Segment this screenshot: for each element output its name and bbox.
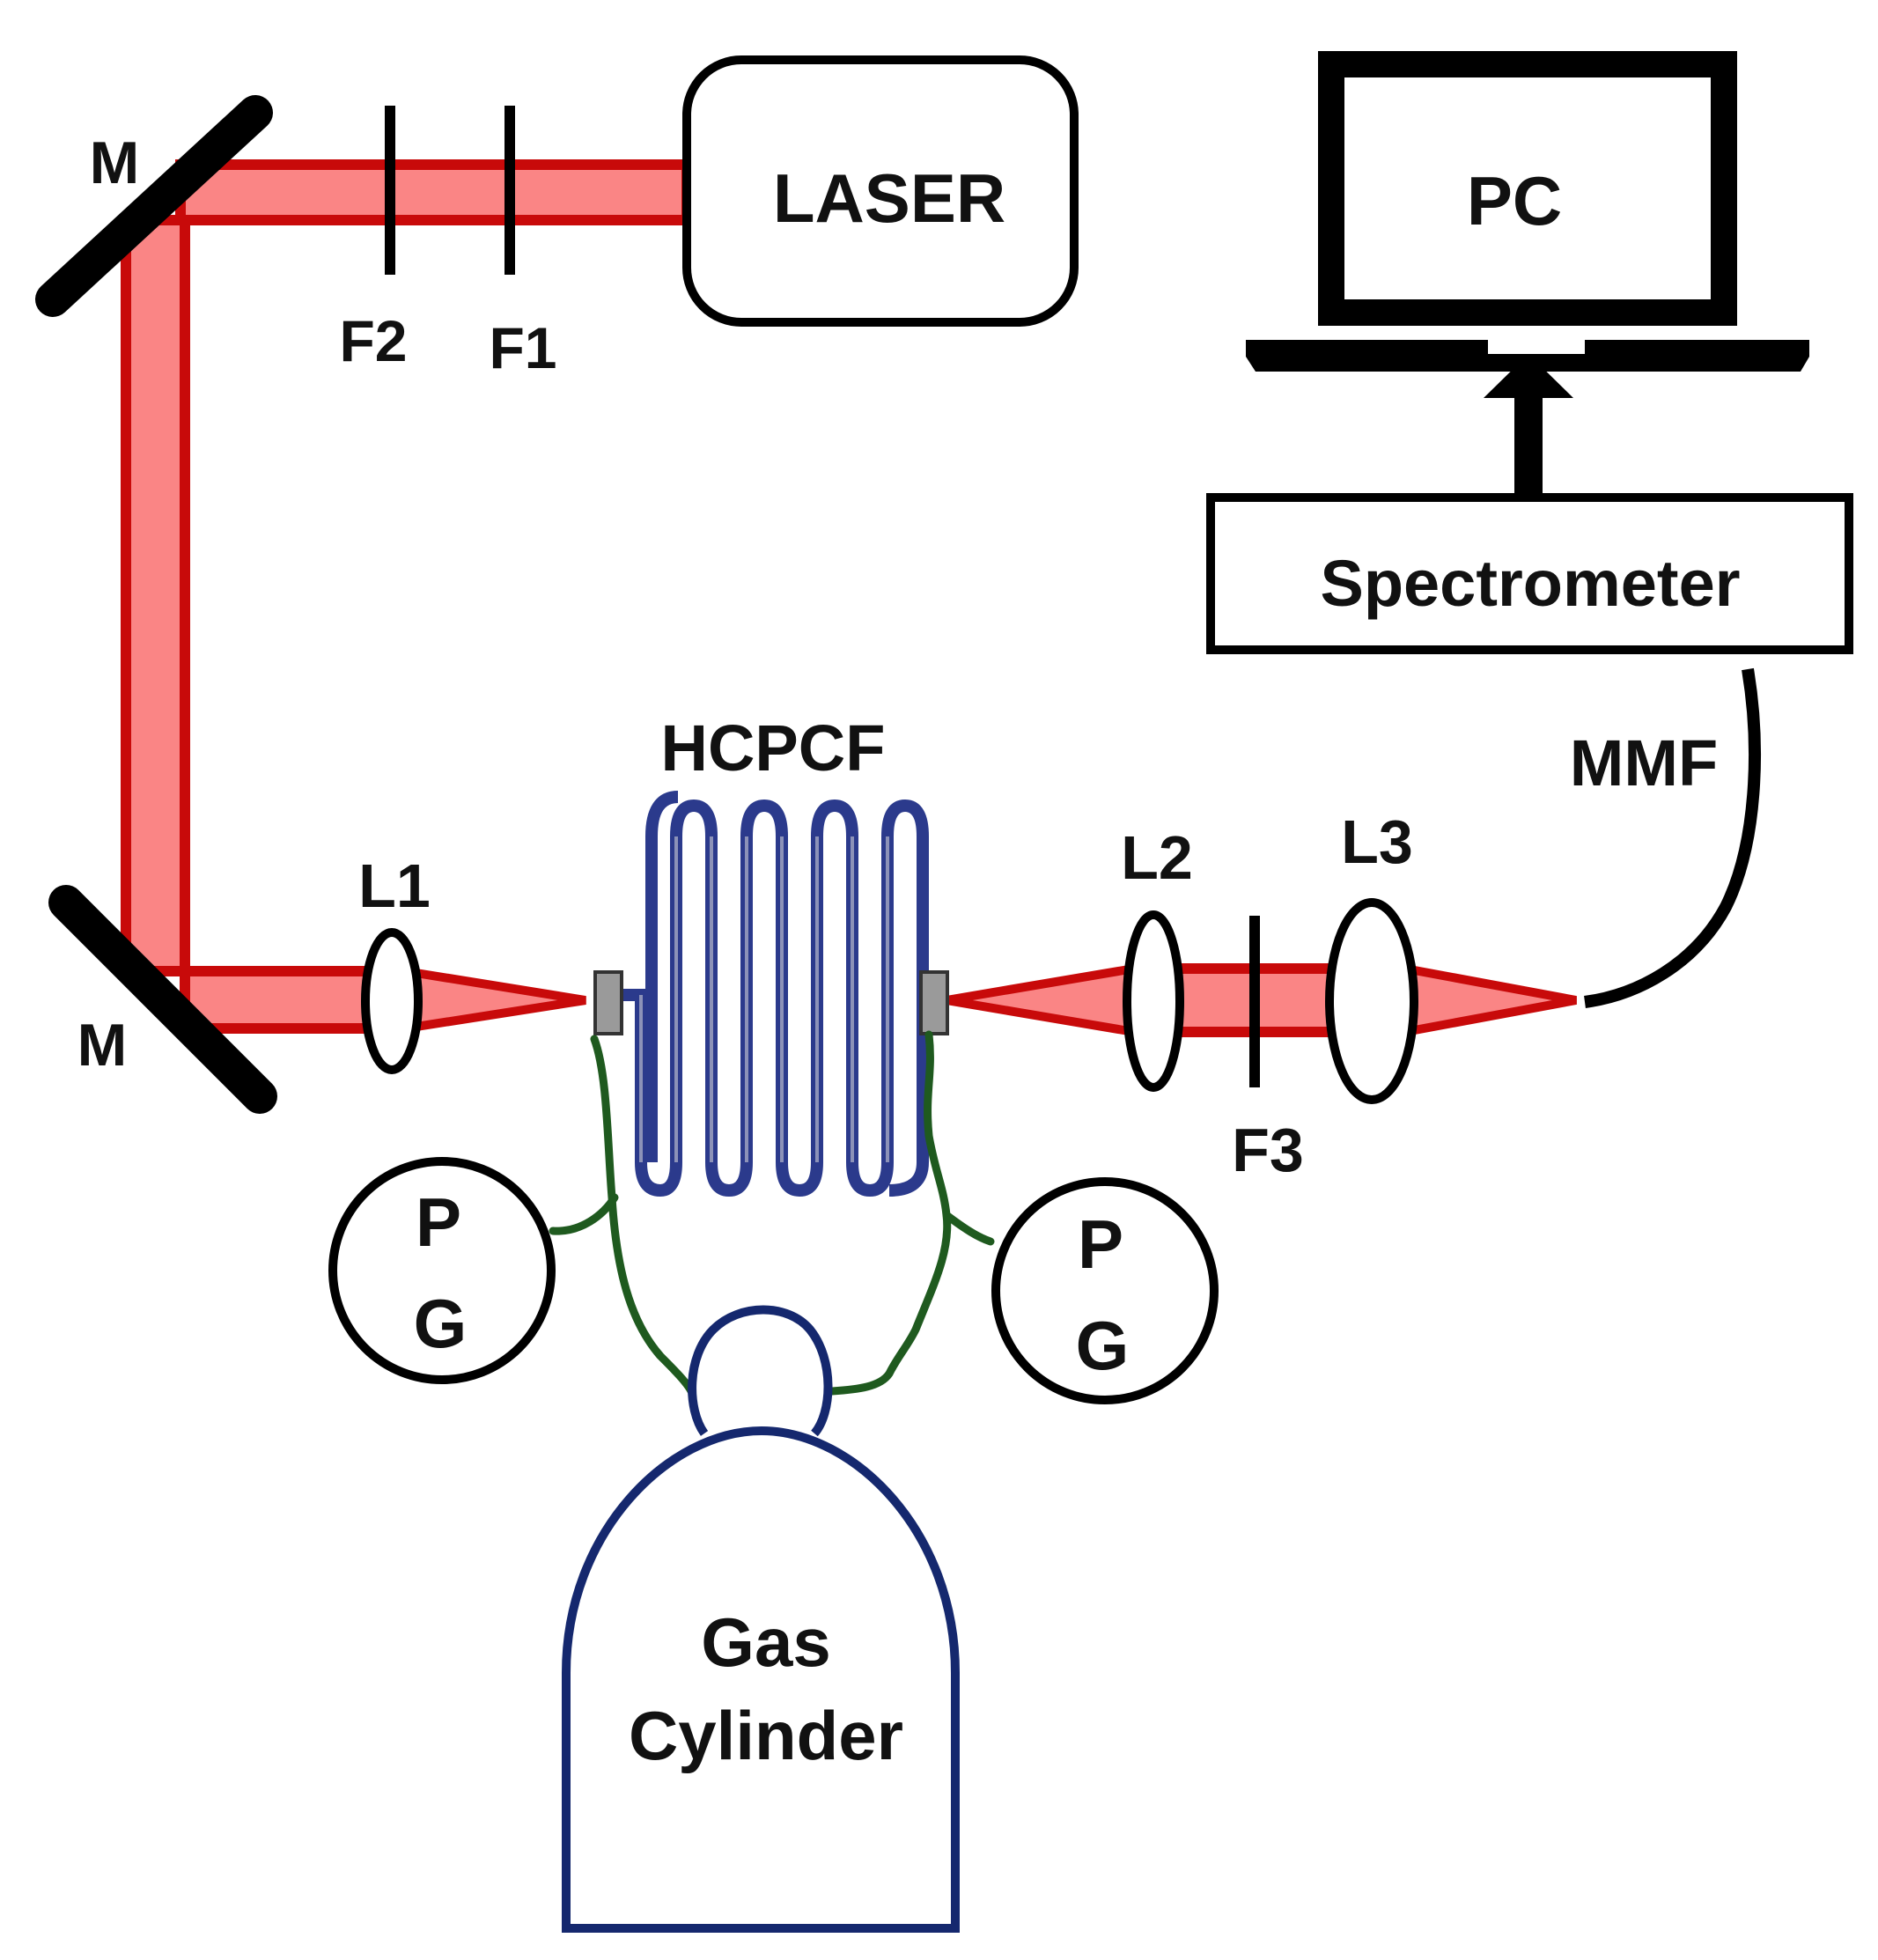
pressure-gauge-right	[991, 1177, 1219, 1404]
arrow-spectrometer-to-pc	[1484, 354, 1573, 497]
fiber-connector-left	[593, 970, 623, 1035]
beam-horizontal-top	[175, 159, 692, 225]
gas-cylinder-label-line1: Gas	[701, 1603, 830, 1681]
gas-cylinder-valve	[688, 1305, 833, 1437]
mirror-top-label: M	[90, 129, 140, 196]
spectrometer-box	[1206, 493, 1853, 654]
beam-vertical-left	[121, 215, 190, 976]
gas-lines	[549, 1030, 995, 1396]
lens-l1	[361, 928, 423, 1074]
pc-laptop-icon	[1246, 51, 1809, 372]
pressure-gauge-left-top-label: P	[416, 1183, 461, 1261]
pressure-gauge-right-bottom-label: G	[1076, 1307, 1130, 1384]
beam-focus-cone-l3	[1391, 961, 1577, 1040]
laser-box	[682, 55, 1079, 327]
beam-diverge-cone-l2	[946, 963, 1138, 1037]
fiber-connector-right	[919, 970, 949, 1035]
beam-horizontal-bottom	[180, 966, 375, 1034]
mmf-label: MMF	[1570, 726, 1719, 799]
pressure-gauge-right-top-label: P	[1078, 1205, 1123, 1283]
pressure-gauge-left-bottom-label: G	[414, 1285, 468, 1362]
lens-l3-label: L3	[1341, 807, 1413, 876]
filter-f1-label: F1	[489, 315, 556, 380]
lens-l2-label: L2	[1121, 823, 1193, 892]
gas-cylinder-label-line2: Cylinder	[629, 1697, 903, 1774]
mirror-bottom-label: M	[77, 1012, 128, 1079]
laser-beam-path	[121, 159, 1577, 1040]
pc-hinge-gap	[1488, 340, 1585, 354]
lens-l3	[1325, 898, 1418, 1104]
mirror-top	[35, 95, 273, 317]
beam-focus-cone-l1	[401, 966, 586, 1034]
mirror-bottom	[48, 885, 277, 1114]
gas-cylinder-body	[562, 1426, 960, 1933]
multimode-fiber	[1584, 667, 1761, 1008]
hcpcf-label: HCPCF	[661, 711, 886, 785]
laser-label: LASER	[773, 159, 1005, 237]
filter-f3-label: F3	[1232, 1116, 1304, 1184]
filter-f2-label: F2	[339, 308, 407, 373]
gas-cylinder	[562, 1305, 960, 1933]
pressure-gauge-left	[328, 1157, 556, 1384]
pc-label: PC	[1467, 162, 1562, 239]
pc-screen	[1318, 51, 1737, 326]
lens-l2	[1123, 910, 1184, 1092]
spectrometer-label: Spectrometer	[1320, 547, 1740, 620]
hcpcf-fiber-coil	[608, 791, 946, 1197]
lens-l1-label: L1	[358, 851, 431, 920]
